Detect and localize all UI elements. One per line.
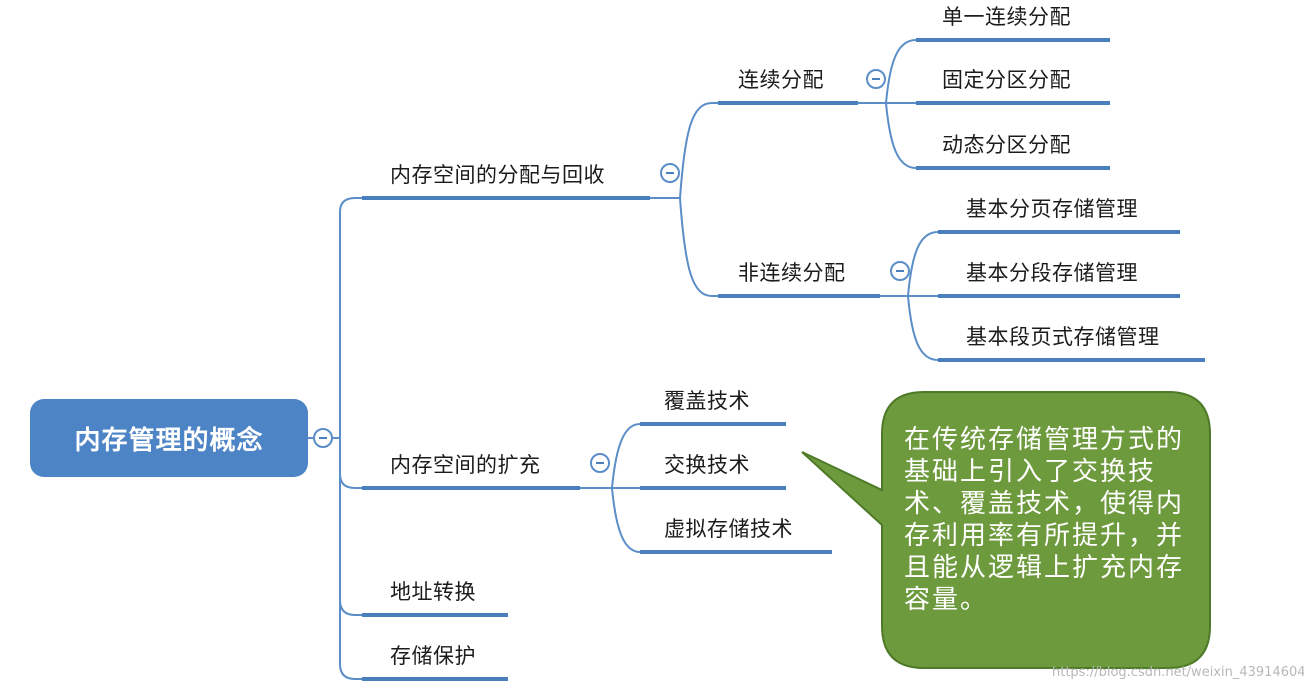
watermark: https://blog.csdn.net/weixin_43914604 — [1052, 665, 1304, 680]
node-contiguous[interactable]: 连续分配 — [738, 68, 824, 92]
collapse-toggle-contiguous[interactable] — [866, 69, 886, 89]
node-noncontiguous[interactable]: 非连续分配 — [738, 261, 846, 285]
callout-bubble — [801, 391, 1211, 669]
callout-text: 在传统存储管理方式的基础上引入了交换技术、覆盖技术，使得内存利用率有所提升，并且… — [904, 425, 1185, 615]
node-storage-protection[interactable]: 存储保护 — [390, 644, 476, 668]
node-virtual-memory[interactable]: 虚拟存储技术 — [664, 517, 793, 541]
collapse-toggle-noncontiguous[interactable] — [890, 261, 910, 281]
root-label: 内存管理的概念 — [74, 425, 264, 456]
node-underlines — [362, 38, 1205, 681]
node-allocation[interactable]: 内存空间的分配与回收 — [390, 163, 605, 187]
node-dynamic-partition[interactable]: 动态分区分配 — [942, 133, 1071, 157]
collapse-toggle-root[interactable] — [313, 428, 333, 448]
node-swapping[interactable]: 交换技术 — [664, 453, 750, 477]
node-address-translation[interactable]: 地址转换 — [390, 580, 476, 604]
node-segment-paging[interactable]: 基本段页式存储管理 — [966, 325, 1160, 349]
node-expansion[interactable]: 内存空间的扩充 — [390, 453, 541, 477]
collapse-toggle-expansion[interactable] — [590, 453, 610, 473]
node-single-contiguous[interactable]: 单一连续分配 — [942, 5, 1071, 29]
node-overlay[interactable]: 覆盖技术 — [664, 389, 750, 413]
node-fixed-partition[interactable]: 固定分区分配 — [942, 68, 1071, 92]
connector-lines — [308, 39, 939, 680]
node-basic-paging[interactable]: 基本分页存储管理 — [966, 197, 1138, 221]
collapse-toggle-allocation[interactable] — [660, 163, 680, 183]
root-node[interactable]: 内存管理的概念 — [30, 399, 308, 477]
node-basic-segmentation[interactable]: 基本分段存储管理 — [966, 261, 1138, 285]
